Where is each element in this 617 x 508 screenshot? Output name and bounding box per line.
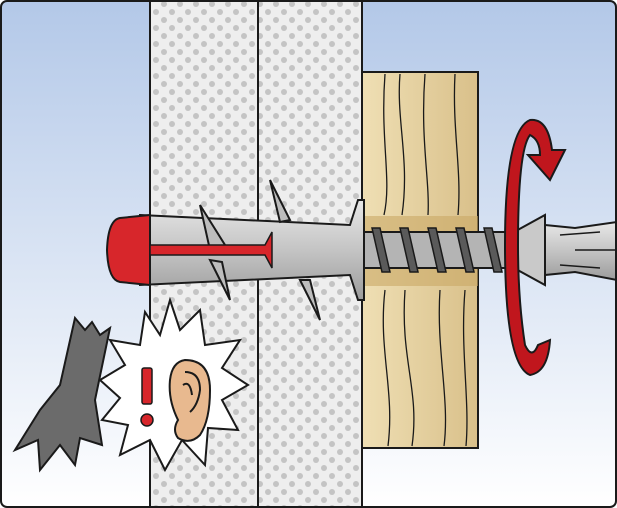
screw <box>363 213 546 287</box>
ear-warning-icon <box>98 296 250 473</box>
plug <box>105 179 365 321</box>
broken-tool-icon <box>12 315 112 473</box>
screwdriver-bit-icon <box>544 220 617 282</box>
rotation-arrow-icon <box>503 118 567 377</box>
